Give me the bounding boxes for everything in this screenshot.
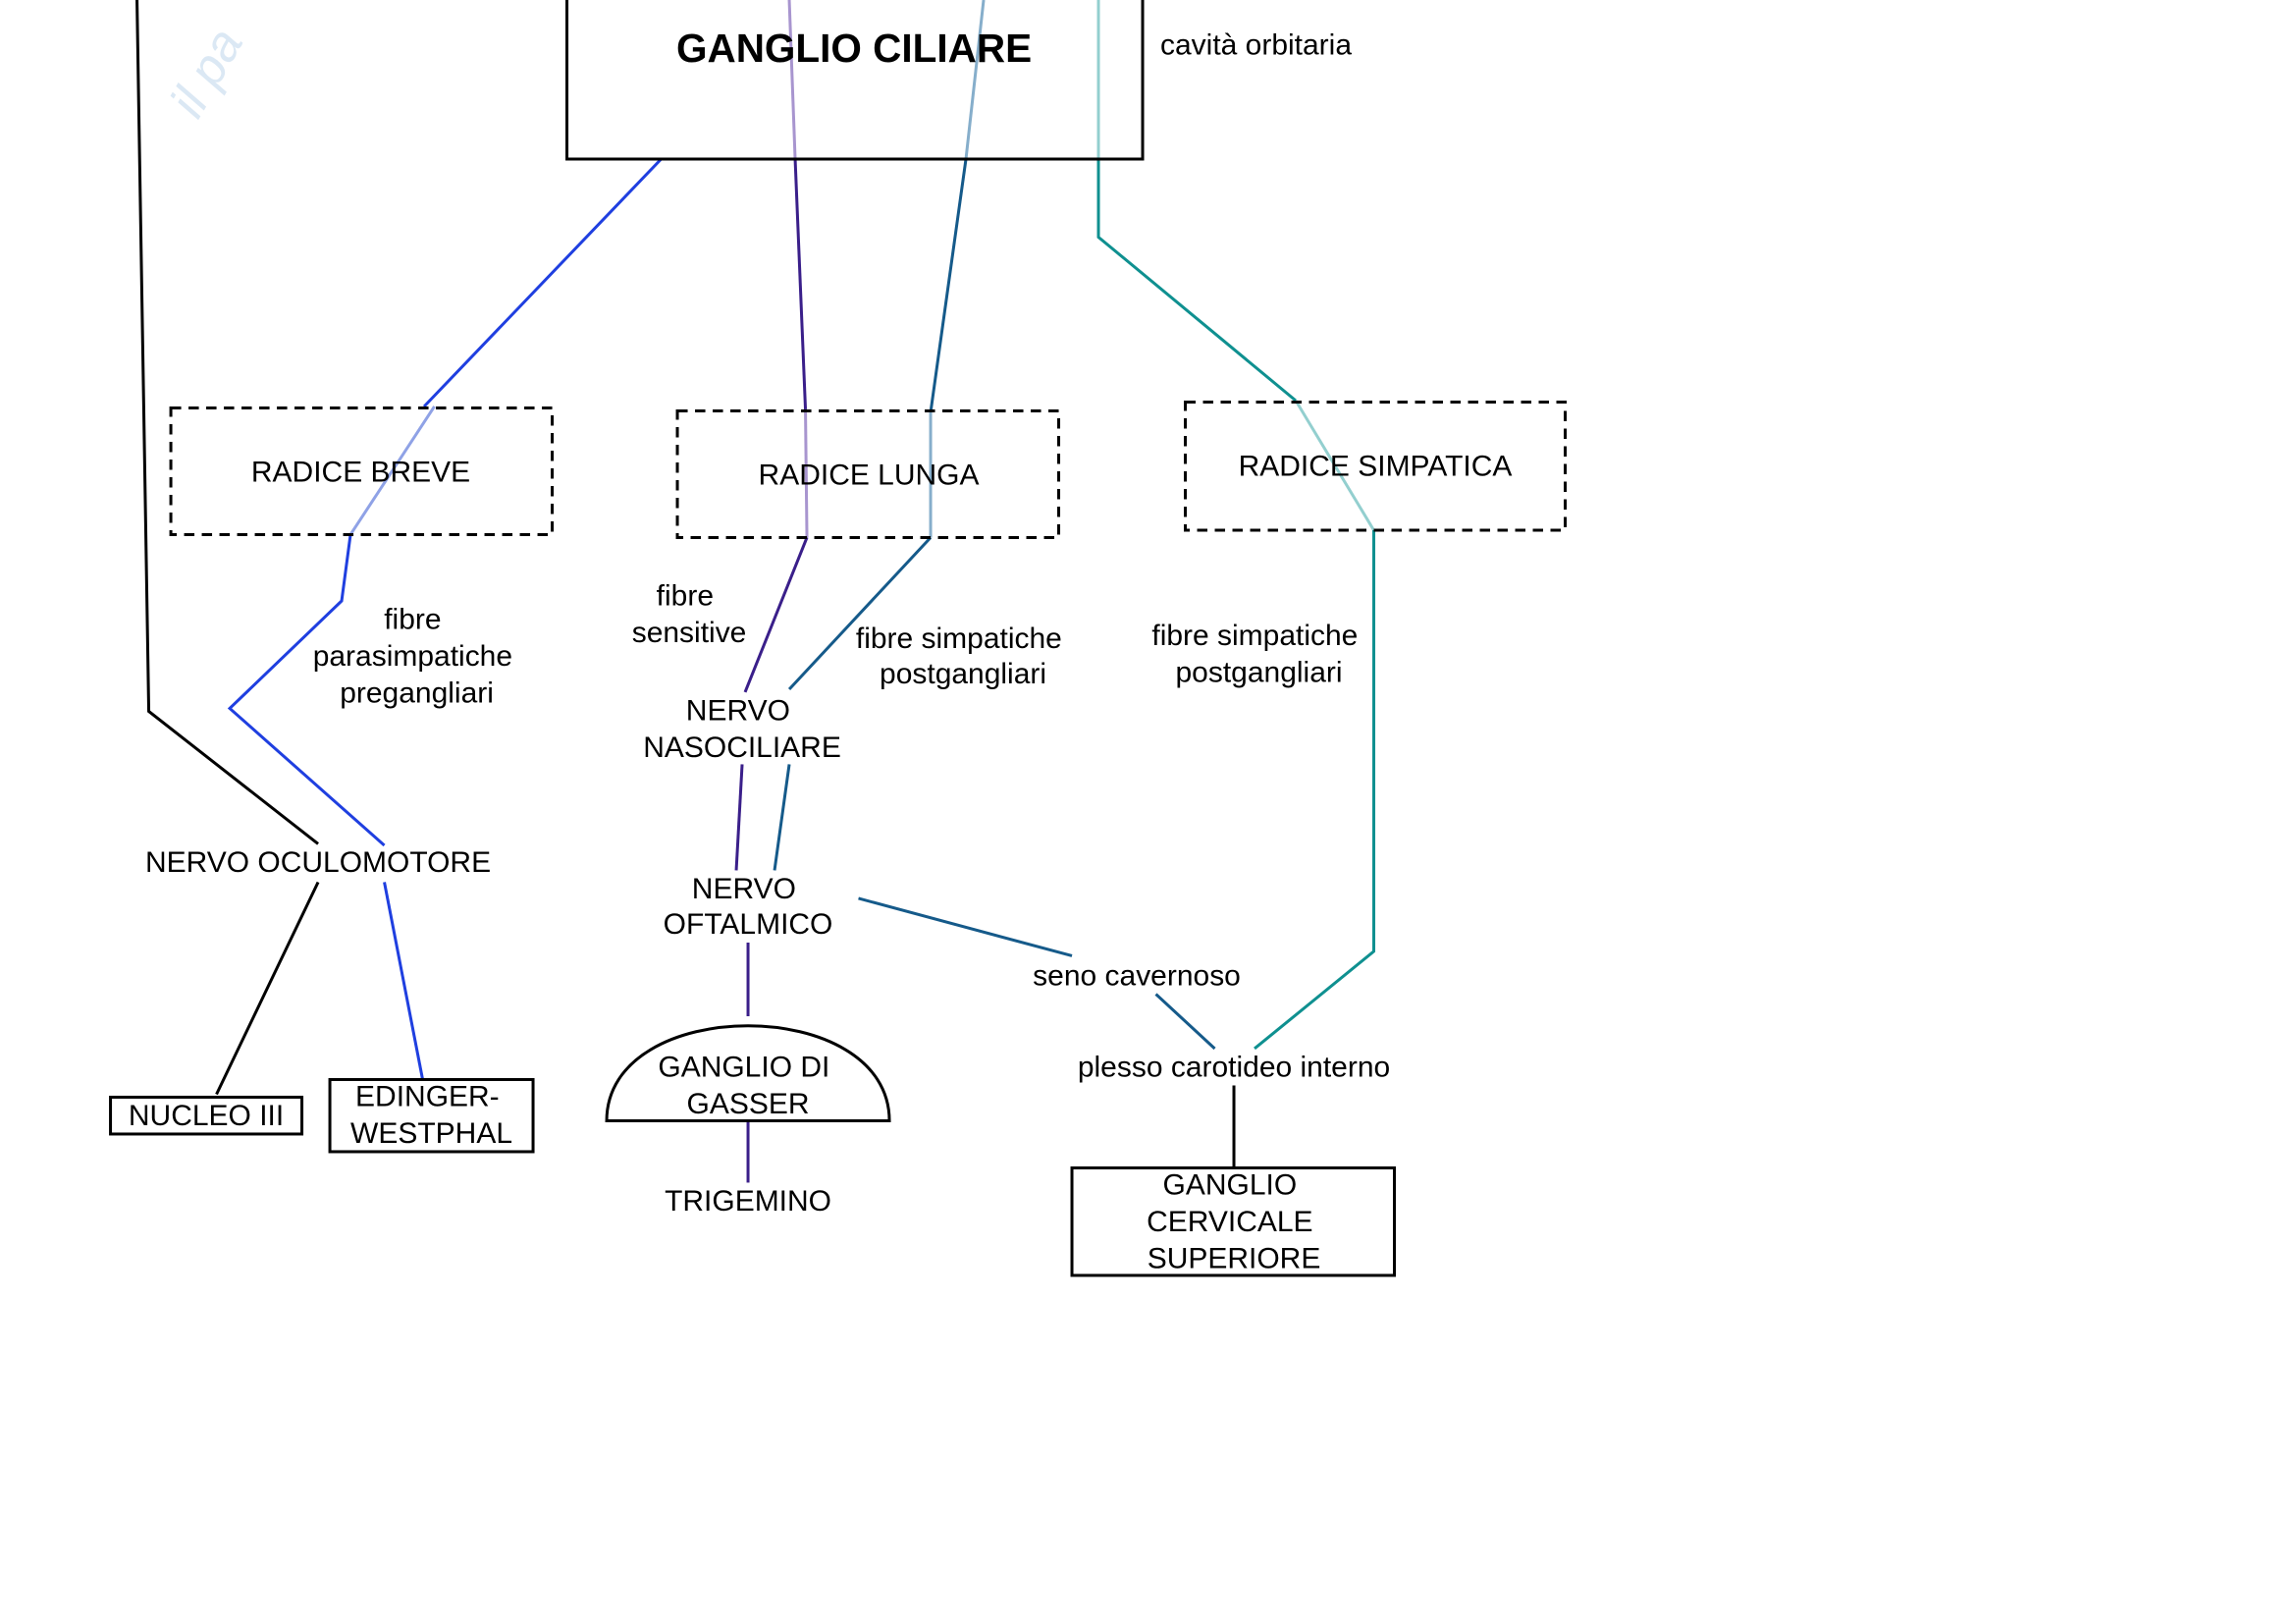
short-root-inner-line [348, 406, 436, 536]
preganglionic-line [227, 534, 386, 847]
nucleo-iii-label: NUCLEO III [129, 1100, 284, 1132]
nervo-oftalmico-label: NERVO OFTALMICO [664, 873, 833, 941]
nervo-nasociliare-label: NERVO NASOCILIARE [643, 694, 841, 763]
radice-breve-label: RADICE BREVE [251, 456, 470, 488]
edinger-westphal-line [383, 882, 425, 1080]
ganglio-cervicale-box [1070, 1165, 1397, 1277]
trigemino-label: TRIGEMINO [665, 1185, 831, 1218]
symp-root-inner-line [1294, 400, 1375, 531]
long-symp-line-top [964, 0, 986, 160]
fibre-simpatiche-label-1: fibre simpatiche postgangliari [856, 623, 1070, 690]
seno-cavernoso-label: seno cavernoso [1033, 959, 1241, 992]
radice-simpatica-label: RADICE SIMPATICA [1239, 450, 1513, 482]
parasympathetic-path [227, 157, 663, 1080]
nucleo-iii-line [215, 881, 320, 1096]
long-symp-line [929, 158, 968, 413]
ganglio-cervicale-label: GANGLIO CERVICALE SUPERIORE [1147, 1168, 1321, 1274]
sensory-path [734, 0, 809, 1183]
symp-root-plexus-line [1254, 529, 1376, 1051]
short-root-line [422, 157, 663, 408]
long-symp-ophthalmic-line [773, 764, 791, 871]
fibre-parasimpatiche-label: fibre parasimpatiche pregangliari [313, 603, 521, 709]
ophthalmic-cavernous-line [858, 896, 1073, 957]
fibre-simpatiche-label-2: fibre simpatiche postgangliari [1151, 620, 1365, 688]
radice-lunga-box [675, 408, 1061, 539]
radice-breve-box [169, 406, 555, 536]
radice-simpatica-box [1184, 400, 1568, 532]
plesso-carotideo-label: plesso carotideo interno [1078, 1051, 1390, 1083]
cavernous-plexus-line [1154, 993, 1216, 1051]
sympathetic-root-path [1096, 0, 1376, 1051]
fibre-sensitive-label: fibre sensitive [632, 579, 747, 648]
ganglio-ciliare-title: GANGLIO CILIARE [676, 26, 1032, 71]
ganglio-ciliare-box [565, 0, 1145, 161]
watermark: il pa [159, 19, 253, 127]
sensory-nasociliary-line [743, 536, 809, 693]
nervo-oculomotore-label: NERVO OCULOMOTORE [145, 846, 491, 879]
sensory-inner-line [804, 408, 809, 538]
ganglio-gasser-shape [605, 1024, 891, 1122]
symp-root-line [1096, 158, 1297, 403]
long-symp-nasociliary-line [787, 536, 933, 691]
edinger-westphal-label: EDINGER- WESTPHAL [350, 1080, 512, 1149]
ganglio-gasser-label: GANGLIO DI GASSER [658, 1051, 837, 1119]
radice-lunga-label: RADICE LUNGA [759, 459, 980, 491]
sensory-ophthalmic-line [734, 764, 744, 871]
oculomotor-line [135, 0, 319, 845]
sensory-line-top [787, 0, 797, 160]
sympathetic-long-root-path [773, 0, 1216, 1051]
edinger-westphal-box [328, 1077, 535, 1154]
oculomotor-motor-path [135, 0, 320, 1096]
nucleo-iii-box [109, 1095, 304, 1136]
sensory-line [793, 158, 808, 410]
cavita-orbitaria-label: cavità orbitaria [1160, 28, 1352, 61]
